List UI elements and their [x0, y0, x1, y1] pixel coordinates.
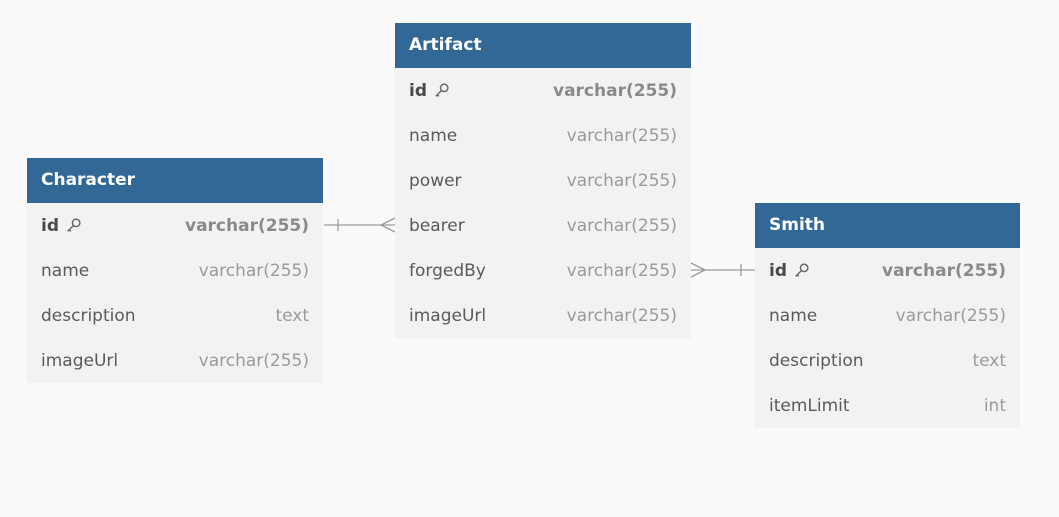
table-row[interactable]: imageUrl varchar(255): [395, 293, 691, 338]
column-name: id: [41, 215, 59, 236]
column-name: imageUrl: [409, 305, 487, 326]
relationship-smith-artifact[interactable]: [690, 262, 755, 278]
column-type: varchar(255): [882, 260, 1006, 281]
column-type: text: [972, 350, 1006, 371]
table-row[interactable]: bearer varchar(255): [395, 203, 691, 248]
column-name: itemLimit: [769, 395, 850, 416]
table-row[interactable]: description text: [27, 293, 323, 338]
table-row[interactable]: forgedBy varchar(255): [395, 248, 691, 293]
table-header[interactable]: Smith: [755, 203, 1020, 248]
relationship-character-artifact[interactable]: [324, 217, 396, 233]
column-name: description: [41, 305, 136, 326]
table-row[interactable]: id varchar(255): [27, 203, 323, 248]
table-character[interactable]: Character id varchar(255) name varchar(2…: [27, 158, 323, 383]
column-name: description: [769, 350, 864, 371]
table-row[interactable]: id varchar(255): [755, 248, 1020, 293]
table-header[interactable]: Artifact: [395, 23, 691, 68]
column-type: varchar(255): [566, 170, 677, 191]
column-name: power: [409, 170, 462, 191]
column-name: bearer: [409, 215, 465, 236]
column-type: varchar(255): [566, 125, 677, 146]
column-type: varchar(255): [566, 215, 677, 236]
table-row[interactable]: name varchar(255): [395, 113, 691, 158]
table-row[interactable]: itemLimit int: [755, 383, 1020, 428]
column-type: varchar(255): [198, 350, 309, 371]
column-type: varchar(255): [185, 215, 309, 236]
column-type: varchar(255): [566, 260, 677, 281]
table-header[interactable]: Character: [27, 158, 323, 203]
column-type: varchar(255): [198, 260, 309, 281]
table-artifact[interactable]: Artifact id varchar(255) name varchar(25…: [395, 23, 691, 338]
column-name: name: [769, 305, 818, 326]
table-smith[interactable]: Smith id varchar(255) name varchar(255) …: [755, 203, 1020, 428]
key-icon: [67, 218, 81, 232]
column-type: varchar(255): [895, 305, 1006, 326]
column-type: varchar(255): [553, 80, 677, 101]
table-row[interactable]: name varchar(255): [755, 293, 1020, 338]
column-type: text: [275, 305, 309, 326]
table-row[interactable]: description text: [755, 338, 1020, 383]
table-row[interactable]: name varchar(255): [27, 248, 323, 293]
table-row[interactable]: imageUrl varchar(255): [27, 338, 323, 383]
column-name: id: [769, 260, 787, 281]
column-type: varchar(255): [566, 305, 677, 326]
column-name: name: [409, 125, 458, 146]
key-icon: [795, 263, 809, 277]
key-icon: [435, 83, 449, 97]
table-row[interactable]: id varchar(255): [395, 68, 691, 113]
table-row[interactable]: power varchar(255): [395, 158, 691, 203]
column-name: name: [41, 260, 90, 281]
column-name: id: [409, 80, 427, 101]
column-name: imageUrl: [41, 350, 119, 371]
column-name: forgedBy: [409, 260, 486, 281]
column-type: int: [983, 395, 1006, 416]
